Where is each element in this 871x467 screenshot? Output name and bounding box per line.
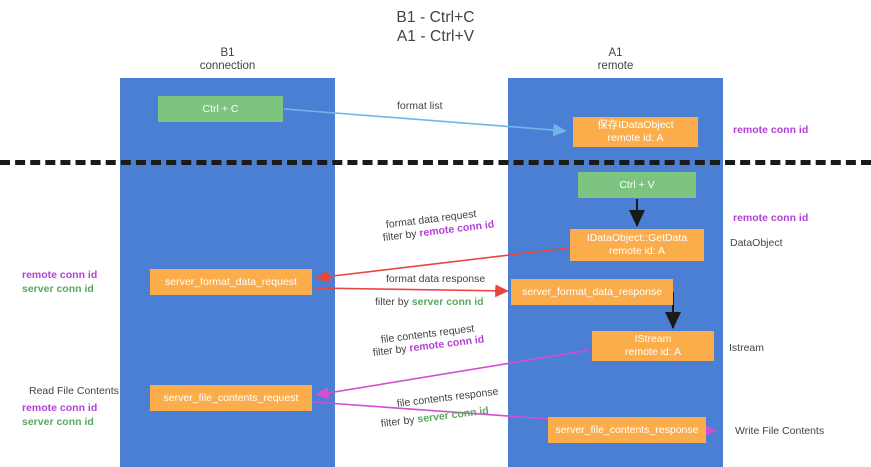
node-save-dataobject[interactable]: 保存IDataObject remote id: A bbox=[573, 117, 698, 147]
lane-header-b1: B1 connection bbox=[120, 47, 335, 73]
edge-label-format-data-response-filter: filter by server conn id bbox=[375, 296, 484, 309]
annotation-left-remote-conn-id-mid: remote conn id bbox=[22, 269, 98, 281]
node-ctrl-v[interactable]: Ctrl + V bbox=[578, 172, 696, 198]
lane-header-a1-role: remote bbox=[597, 60, 634, 72]
annotation-dataobject: DataObject bbox=[730, 237, 783, 249]
annotation-left-server-conn-id-mid: server conn id bbox=[22, 283, 94, 295]
edge-label-format-data-response: format data response bbox=[386, 273, 486, 285]
node-idataobject-getdata[interactable]: IDataObject::GetData remote id: A bbox=[570, 229, 704, 261]
page-title-line1: B1 - Ctrl+C bbox=[396, 9, 475, 26]
annotation-left-conn-ids-bottom: remote conn id server conn id bbox=[22, 401, 97, 429]
node-server-file-contents-request-label: server_file_contents_request bbox=[163, 391, 299, 404]
node-idataobject-getdata-label: IDataObject::GetData bbox=[586, 232, 688, 244]
node-server-format-data-request[interactable]: server_format_data_request bbox=[150, 269, 312, 295]
filter-prefix: filter by bbox=[380, 413, 419, 430]
filter-key-server-conn-id: server conn id bbox=[411, 296, 484, 308]
lane-header-a1-name: A1 bbox=[608, 47, 623, 59]
node-server-file-contents-request[interactable]: server_file_contents_request bbox=[150, 385, 312, 411]
node-server-format-data-response-label: server_format_data_response bbox=[521, 285, 663, 298]
annotation-left-server-conn-id-bottom: server conn id bbox=[22, 416, 94, 428]
node-istream-remote-id: remote id: A bbox=[624, 346, 682, 358]
node-ctrl-c[interactable]: Ctrl + C bbox=[158, 96, 283, 122]
annotation-read-file-contents: Read File Contents bbox=[29, 385, 119, 397]
annotation-istream: Istream bbox=[729, 342, 765, 354]
node-save-dataobject-remote-id: remote id: A bbox=[607, 132, 664, 144]
node-istream-label: IStream bbox=[634, 333, 672, 345]
edge-label-format-list: format list bbox=[397, 100, 443, 112]
annotation-write-file-contents: Write File Contents bbox=[735, 425, 825, 437]
annotation-remote-conn-id-mid: remote conn id bbox=[733, 212, 809, 224]
filter-prefix: filter by bbox=[372, 342, 411, 359]
node-server-format-data-request-label: server_format_data_request bbox=[165, 275, 297, 288]
phase-divider bbox=[0, 160, 871, 165]
node-ctrl-c-label: Ctrl + C bbox=[202, 102, 239, 115]
lane-header-b1-name: B1 bbox=[220, 47, 235, 59]
annotation-left-remote-conn-id-bottom: remote conn id bbox=[22, 402, 98, 414]
node-save-dataobject-label: 保存IDataObject bbox=[597, 119, 674, 131]
node-server-file-contents-response[interactable]: server_file_contents_response bbox=[548, 417, 706, 443]
arrow-format-data-response bbox=[312, 284, 509, 298]
node-ctrl-v-label: Ctrl + V bbox=[619, 178, 655, 191]
lane-header-a1: A1 remote bbox=[508, 47, 723, 73]
annotation-remote-conn-id-top: remote conn id bbox=[733, 124, 809, 136]
node-istream[interactable]: IStream remote id: A bbox=[592, 331, 714, 361]
filter-prefix: filter by bbox=[375, 296, 412, 308]
node-idataobject-getdata-remote-id: remote id: A bbox=[608, 245, 666, 257]
lane-header-b1-role: connection bbox=[199, 60, 256, 72]
node-server-format-data-response[interactable]: server_format_data_response bbox=[511, 279, 673, 305]
filter-key-server-conn-id: server conn id bbox=[416, 404, 490, 426]
page-title-line2: A1 - Ctrl+V bbox=[396, 28, 475, 45]
node-server-file-contents-response-label: server_file_contents_response bbox=[555, 423, 699, 436]
annotation-left-conn-ids-mid: remote conn id server conn id bbox=[22, 268, 97, 296]
